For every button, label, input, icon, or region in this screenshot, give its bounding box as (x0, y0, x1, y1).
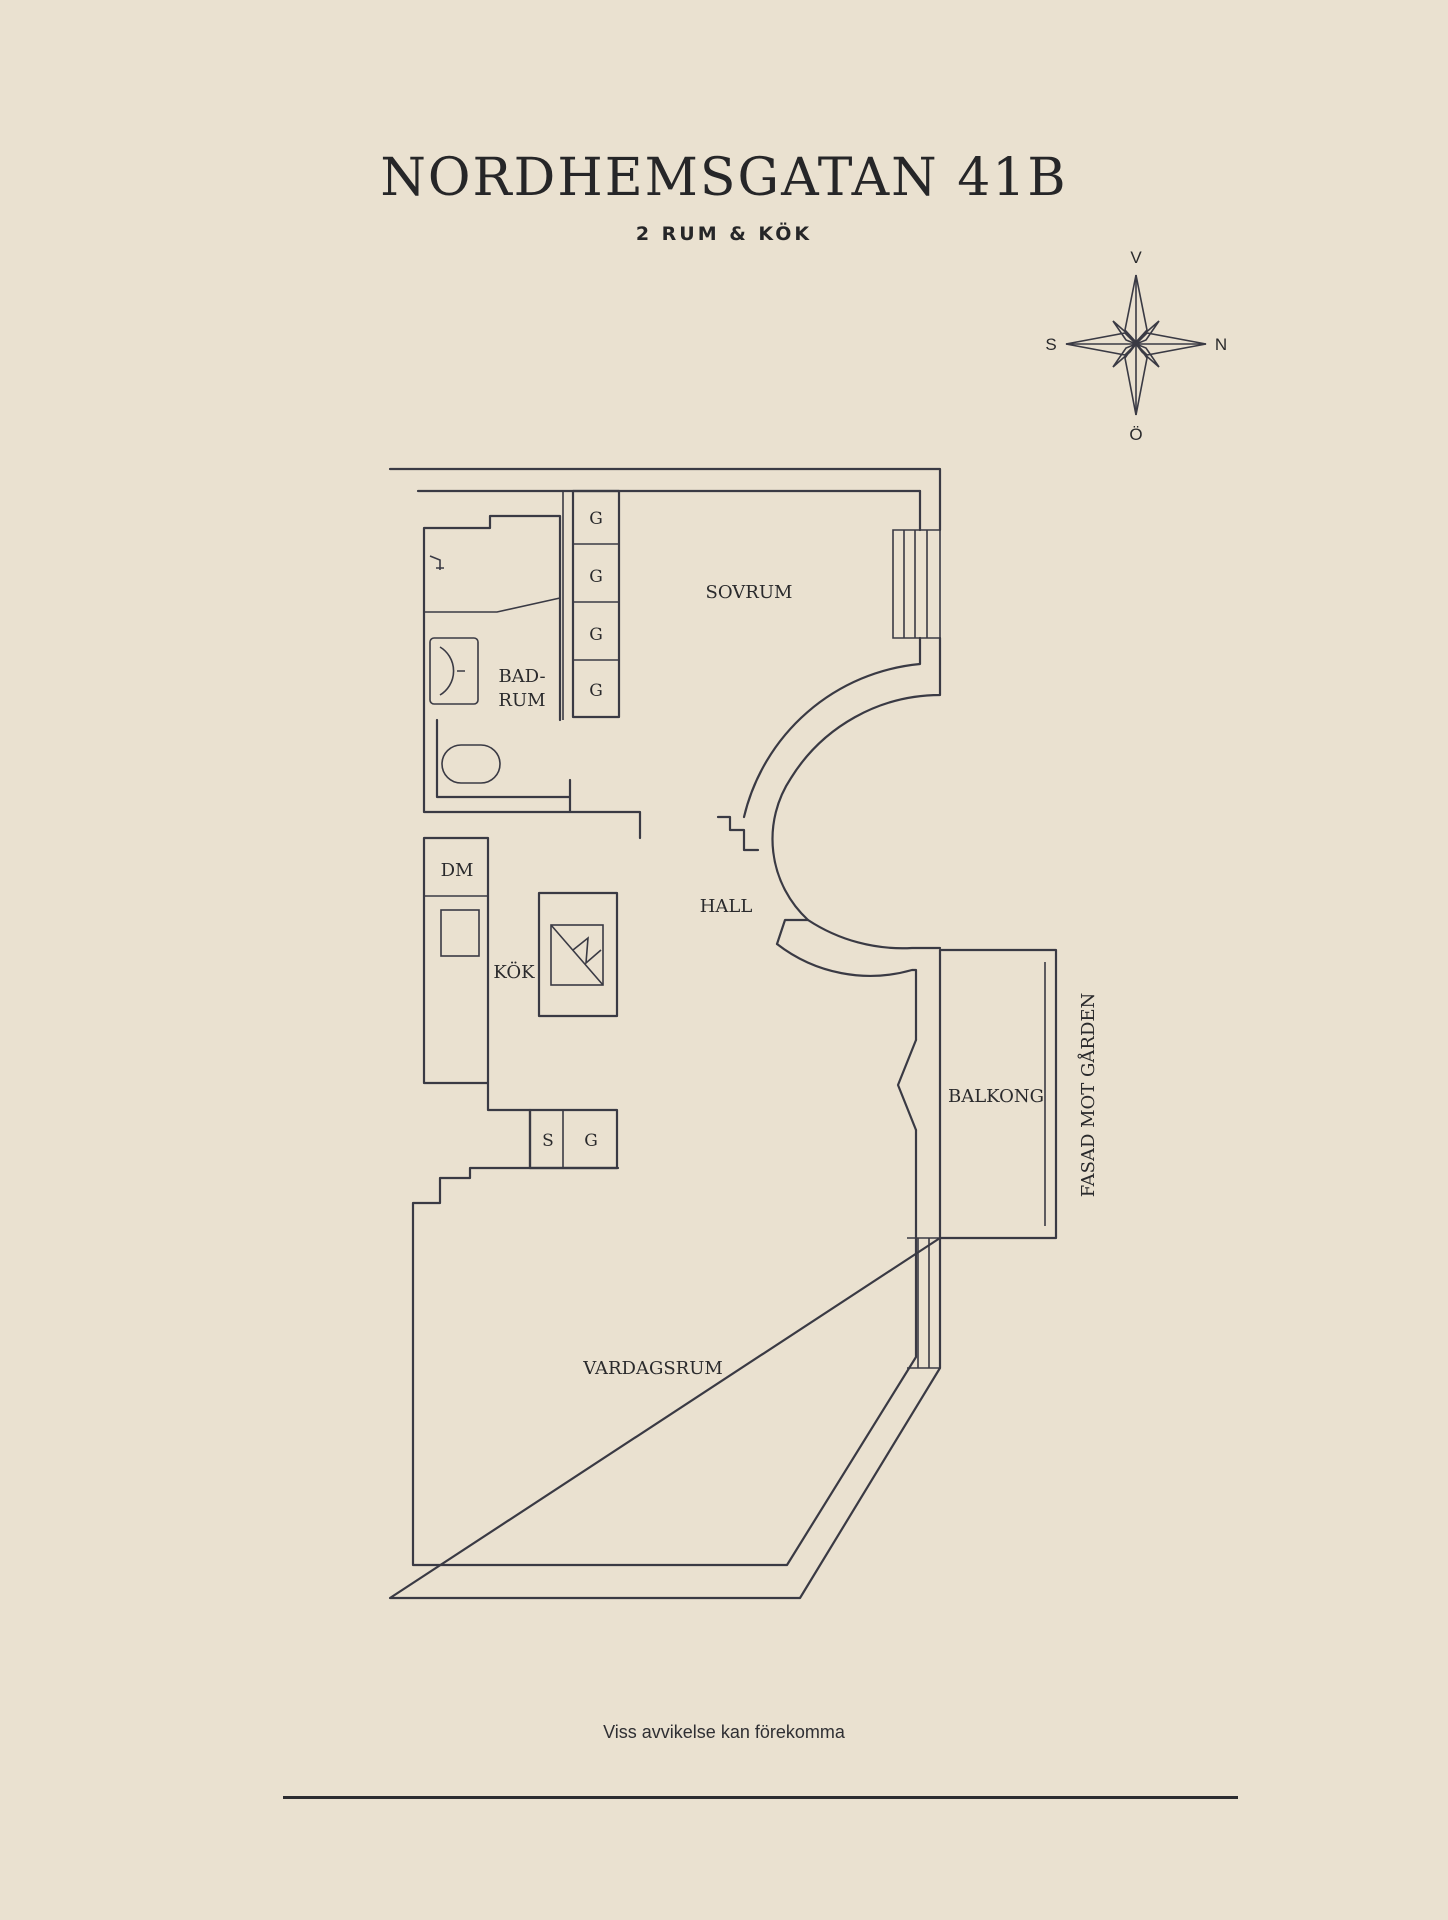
room-label-badrum-2: RUM (498, 690, 545, 711)
room-label-vardagsrum: VARDAGSRUM (582, 1358, 723, 1379)
kitchen (422, 836, 619, 1170)
footer-divider (283, 1796, 1238, 1799)
room-label-kok: KÖK (493, 960, 535, 983)
room-label-hall: HALL (700, 896, 753, 917)
compass-rose-icon (1065, 274, 1207, 416)
closet-label: G (589, 681, 603, 701)
wardrobe-column (562, 489, 621, 720)
closet-label: G (589, 509, 603, 529)
bathroom (422, 514, 642, 840)
closet-label: G (589, 567, 603, 587)
exterior-walls (388, 467, 942, 1600)
compass-west-label: V (1130, 248, 1142, 267)
facade-label: FASAD MOT GÅRDEN (1077, 993, 1099, 1198)
closet-g-label: G (584, 1131, 598, 1151)
compass-south-label: S (1045, 335, 1056, 354)
balcony (896, 948, 1058, 1240)
closet-label: G (589, 625, 603, 645)
plan-subtitle: 2 RUM & KÖK (635, 223, 813, 245)
plan-title: NORDHEMSGATAN 41B (380, 148, 1068, 208)
compass-east-label: Ö (1129, 425, 1142, 444)
room-label-dm: DM (441, 860, 474, 881)
room-label-badrum-1: BAD- (498, 666, 545, 687)
closet-row (528, 1108, 619, 1170)
hall-door-frame-lower (775, 918, 810, 946)
closet-s-label: S (542, 1131, 554, 1151)
room-label-balkong: BALKONG (948, 1086, 1044, 1107)
room-label-sovrum: SOVRUM (706, 582, 793, 603)
disclaimer-note: Viss avvikelse kan förekomma (603, 1722, 845, 1742)
hall-door-frame (716, 815, 760, 852)
compass-north-label: N (1215, 335, 1227, 354)
